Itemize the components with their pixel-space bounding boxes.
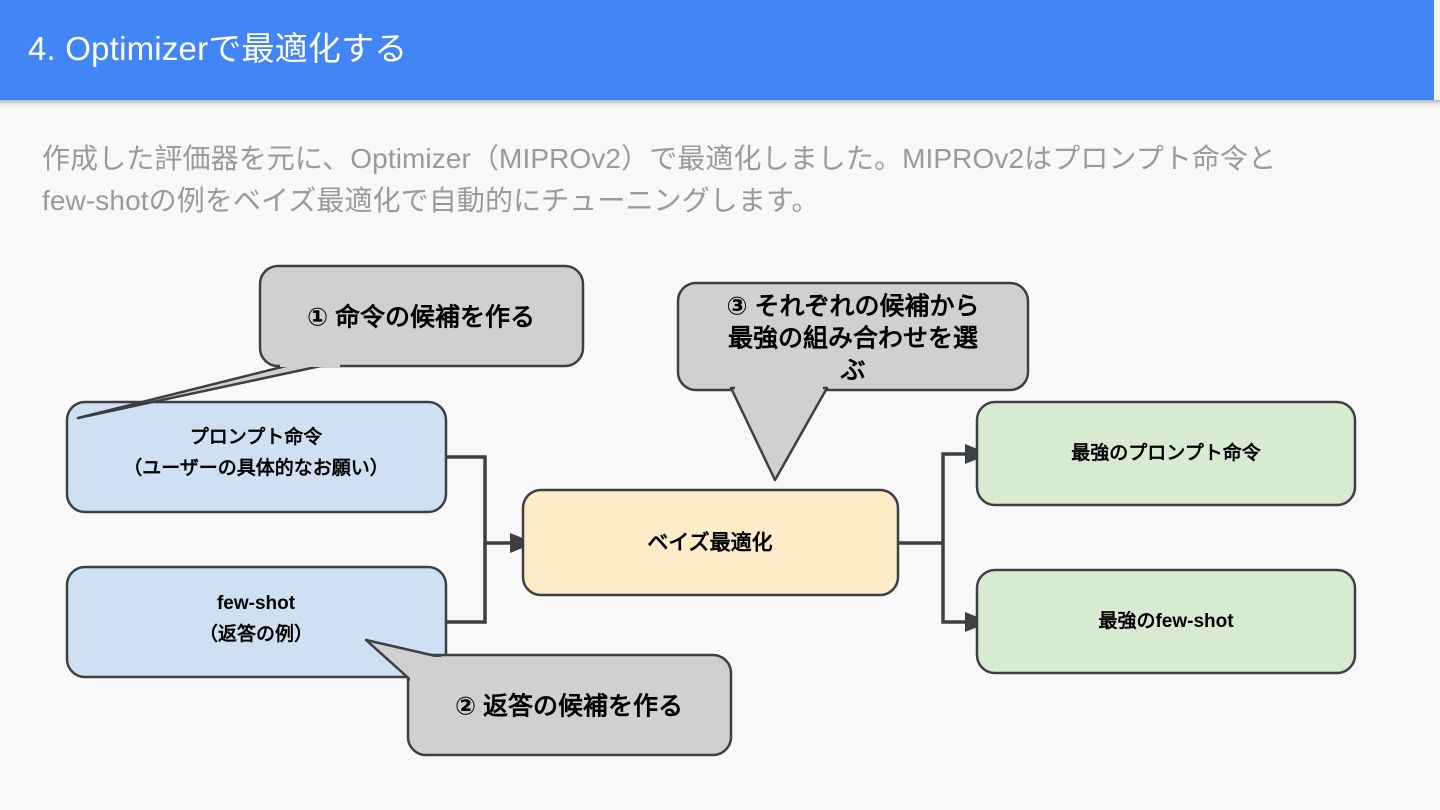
node-best-prompt-instruction-shape bbox=[975, 400, 1357, 507]
node-few-shot[interactable]: few-shot （返答の例） bbox=[65, 565, 448, 679]
callout-2-tail-joint bbox=[410, 657, 456, 699]
header-bar bbox=[0, 0, 1434, 100]
lead-paragraph: 作成した評価器を元に、Optimizer（MIPROv2）で最適化しました。MI… bbox=[42, 138, 1362, 222]
node-best-few-shot-label: 最強のfew-shot bbox=[1098, 610, 1234, 632]
diagram: プロンプト命令 （ユーザーの具体的なお願い） few-shot （返答の例） ベ… bbox=[0, 230, 1440, 775]
connector-inputs-to-process bbox=[446, 455, 510, 624]
callout-2-bubble bbox=[406, 653, 733, 757]
header-shadow bbox=[0, 100, 1440, 109]
node-bayesian-optimization-shape bbox=[521, 488, 900, 597]
node-best-prompt-instruction[interactable]: 最強のプロンプト命令 bbox=[975, 400, 1357, 507]
callout-3-tail bbox=[729, 386, 829, 482]
node-bayesian-optimization[interactable]: ベイズ最適化 bbox=[521, 488, 900, 597]
node-prompt-instruction[interactable]: プロンプト命令 （ユーザーの具体的なお願い） bbox=[65, 400, 448, 514]
node-few-shot-line-2: （返答の例） bbox=[199, 622, 313, 645]
callout-3-line-2: 最強の組み合わせを選 bbox=[728, 324, 978, 353]
callout-1-bubble bbox=[258, 264, 585, 368]
callout-1-label: ① 命令の候補を作る bbox=[307, 303, 535, 332]
callout-2[interactable]: ② 返答の候補を作る bbox=[364, 638, 733, 757]
node-few-shot-line-1: few-shot bbox=[217, 593, 296, 614]
callout-1[interactable]: ① 命令の候補を作る bbox=[76, 264, 585, 420]
node-few-shot-shape bbox=[65, 565, 448, 679]
callout-3-bubble bbox=[676, 281, 1030, 392]
node-best-few-shot[interactable]: 最強のfew-shot bbox=[975, 568, 1357, 675]
page-title: 4. Optimizerで最適化する bbox=[28, 30, 408, 67]
lead-paragraph-line-2: few-shotの例をベイズ最適化で自動的にチューニングします。 bbox=[42, 185, 820, 216]
node-prompt-instruction-line-2: （ユーザーの具体的なお願い） bbox=[123, 456, 389, 479]
node-prompt-instruction-shape bbox=[65, 400, 448, 514]
callout-3[interactable]: ③ それぞれの候補から 最強の組み合わせを選 ぶ bbox=[676, 281, 1030, 482]
callout-1-tail-joint bbox=[280, 355, 340, 367]
callout-2-label: ② 返答の候補を作る bbox=[455, 692, 683, 721]
callout-3-line-1: ③ それぞれの候補から bbox=[726, 293, 979, 321]
node-best-few-shot-shape bbox=[975, 568, 1357, 675]
lead-paragraph-line-1: 作成した評価器を元に、Optimizer（MIPROv2）で最適化しました。MI… bbox=[42, 143, 1277, 174]
node-best-prompt-instruction-label: 最強のプロンプト命令 bbox=[1071, 441, 1261, 464]
node-bayesian-optimization-label: ベイズ最適化 bbox=[647, 531, 772, 555]
node-prompt-instruction-line-1: プロンプト命令 bbox=[190, 425, 323, 448]
callout-3-line-3: ぶ bbox=[839, 357, 865, 385]
connector-process-to-outputs bbox=[898, 452, 965, 624]
callout-3-tail-joint bbox=[735, 378, 823, 391]
